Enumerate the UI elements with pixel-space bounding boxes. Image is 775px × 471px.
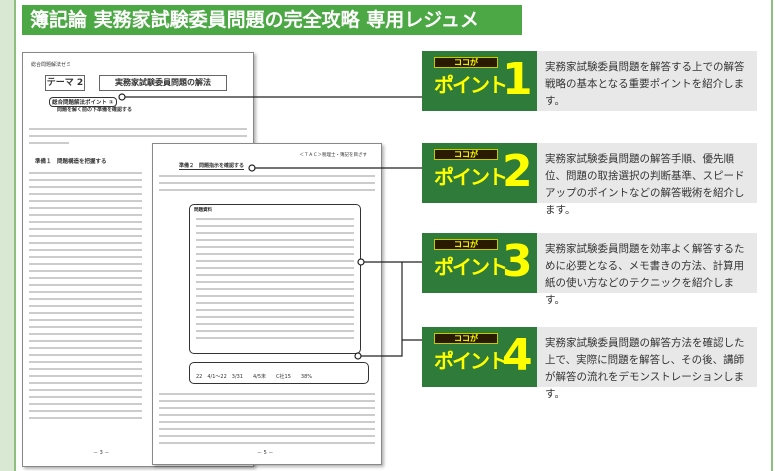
point-label: ポイント xyxy=(434,73,508,97)
doc-header: 総合問題解法ゼミ xyxy=(31,62,72,68)
theme-label: テーマ 2 xyxy=(45,75,85,91)
left-border xyxy=(0,0,16,471)
box-label: 問題資料 xyxy=(194,208,212,213)
section-heading: 準備２ 問題指示を確認する xyxy=(179,163,245,170)
right-border xyxy=(771,0,773,471)
point-description: 実務家試験委員問題の解答方法を確認した上で、実際に問題を解答し、その後、講師が解… xyxy=(545,337,745,400)
point-label: ポイント xyxy=(434,255,508,279)
point-number: 4 xyxy=(502,330,533,381)
point-label: 総合問題解法ポイント ① xyxy=(49,97,117,107)
point-description: 実務家試験委員問題を効率よく解答するために必要となる、メモ書きの方法、計算用紙の… xyxy=(545,243,745,306)
theme-title: 実務家試験委員問題の解法 xyxy=(99,75,227,91)
resume-page-2: ＜ＴＡＣ＞税理士・簿記を目ざす 準備２ 問題指示を確認する 問題資料 22 4/… xyxy=(152,143,382,465)
point-label: ポイント xyxy=(434,165,508,189)
point-description: 実務家試験委員問題の解答手順、優先順位、問題の取捨選択の判断基準、スピードアップ… xyxy=(545,153,745,216)
koko-label: ココが xyxy=(434,333,498,344)
table-row: 22 4/1～22 3/31 4/5末 C社15 38% xyxy=(196,374,313,380)
section-heading: 準備１ 問題構造を把握する xyxy=(35,159,107,165)
koko-label: ココが xyxy=(434,239,498,250)
page-title: 簿記論 実務家試験委員問題の完全攻略 専用レジュメ xyxy=(22,5,522,35)
doc-header: ＜ＴＡＣ＞税理士・簿記を目ざす xyxy=(299,153,368,158)
point-number: 1 xyxy=(502,54,533,105)
point-number: 2 xyxy=(502,146,533,197)
koko-label: ココが xyxy=(434,149,498,160)
koko-label: ココが xyxy=(434,57,498,68)
point-description: 実務家試験委員問題を解答する上での解答戦略の基本となる重要ポイントを紹介します。 xyxy=(545,61,745,107)
page-number: － 3 － xyxy=(93,450,110,456)
point-label: ポイント xyxy=(434,349,508,373)
point-subtitle: 問題を解く前の下準備を確認する xyxy=(57,107,133,113)
point-number: 3 xyxy=(502,236,533,287)
page-number: － 5 － xyxy=(257,450,274,456)
